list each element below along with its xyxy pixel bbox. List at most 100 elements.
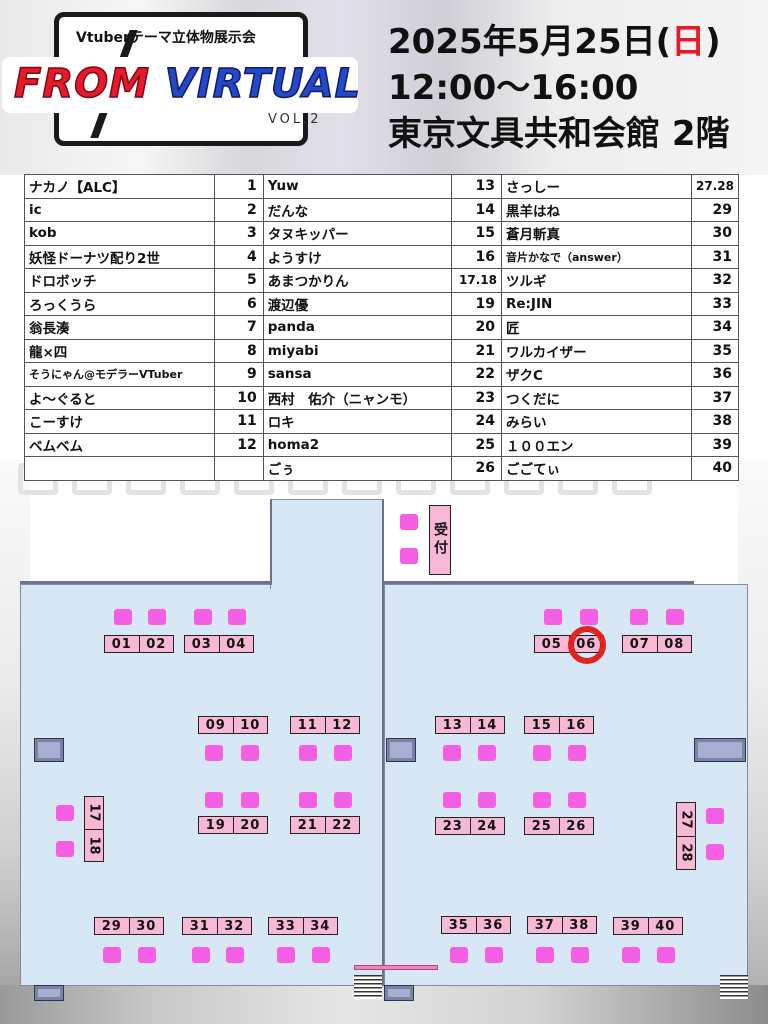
exhibitor-name: ロキ	[262, 409, 453, 434]
exhibitor-name: そうにゃん@モデラーVTuber	[24, 362, 215, 387]
chair	[334, 792, 352, 808]
chair	[103, 947, 121, 963]
chair	[533, 792, 551, 808]
exhibitor-name	[24, 456, 215, 481]
exhibitor-booth-number: 34	[690, 315, 740, 340]
exhibitor-name: 匠	[500, 315, 692, 340]
logo-title-blue: VIRTUAL	[164, 60, 362, 108]
chair	[56, 805, 74, 821]
exhibitor-name: sansa	[262, 362, 453, 387]
chair	[205, 745, 223, 761]
exhibitor-name: こーすけ	[24, 409, 215, 434]
door	[384, 985, 414, 1001]
exhibitor-booth-number: 9	[213, 362, 264, 387]
reception-desk: 受付	[429, 505, 451, 575]
reception-label: 受付	[432, 522, 448, 558]
chair	[443, 792, 461, 808]
exhibitor-name: ザクC	[500, 362, 692, 387]
exhibitor-name: みらい	[500, 409, 692, 434]
exhibitor-booth-number: 31	[690, 244, 740, 269]
chair	[485, 947, 503, 963]
exhibitor-booth-number: 38	[690, 409, 740, 434]
chair	[241, 792, 259, 808]
chair	[544, 609, 562, 625]
exhibitor-booth-number: 40	[690, 456, 740, 481]
door	[694, 738, 746, 762]
exhibitor-booth-number: 15	[451, 221, 502, 246]
chair	[580, 609, 598, 625]
chair	[241, 745, 259, 761]
exhibitor-booth-number: 26	[451, 456, 502, 481]
chair	[312, 947, 330, 963]
exhibitor-booth-number: 22	[451, 362, 502, 387]
exhibitor-booth-number: 39	[690, 432, 740, 457]
chair	[400, 514, 418, 530]
exhibitor-name: タヌキッパー	[262, 221, 453, 246]
exhibitor-name: あまつかりん	[262, 268, 453, 293]
exhibitor-name: kob	[24, 221, 215, 246]
chair	[622, 947, 640, 963]
exhibitor-name: ナカノ【ALC】	[24, 174, 215, 199]
event-logo-title: FROM VIRTUAL	[13, 58, 362, 110]
exhibitor-booth-number: 30	[690, 221, 740, 246]
exhibitor-name: ようすけ	[262, 244, 453, 269]
exhibitor-name: 黒羊はね	[500, 197, 692, 222]
exhibitor-booth-number: 17.18	[451, 268, 502, 293]
exhibitor-name: ic	[24, 197, 215, 222]
event-date: 2025年5月25日(日)	[388, 22, 721, 62]
exhibitor-name: だんな	[262, 197, 453, 222]
exhibitor-name: さっしー	[500, 174, 692, 199]
exhibitor-name: Re:JIN	[500, 291, 692, 316]
exhibitor-name: miyabi	[262, 338, 453, 363]
chair	[299, 792, 317, 808]
exhibitor-name: ワルカイザー	[500, 338, 692, 363]
chair	[706, 844, 724, 860]
chair	[630, 609, 648, 625]
exhibitor-booth-number: 7	[213, 315, 264, 340]
exhibitor-name: ツルギ	[500, 268, 692, 293]
exhibitor-booth-number: 36	[690, 362, 740, 387]
exhibitor-name: 蒼月斬真	[500, 221, 692, 246]
chair	[706, 808, 724, 824]
logo-title-red: FROM	[13, 60, 165, 108]
door	[386, 738, 416, 762]
chair	[205, 792, 223, 808]
exhibitor-booth-number: 20	[451, 315, 502, 340]
chair	[138, 947, 156, 963]
chair	[450, 947, 468, 963]
chair	[192, 947, 210, 963]
chair	[443, 745, 461, 761]
exhibitor-name: ベムベム	[24, 432, 215, 457]
event-volume: VOL.2	[268, 112, 322, 127]
exhibitor-name: 渡辺優	[262, 291, 453, 316]
exhibitor-name: ごぅ	[262, 456, 453, 481]
exhibitor-booth-number: 29	[690, 197, 740, 222]
